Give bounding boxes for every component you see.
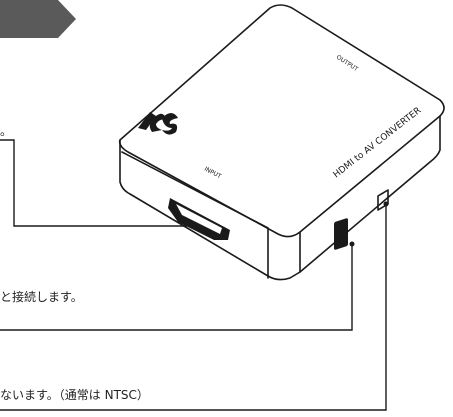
device-front-face bbox=[119, 139, 301, 281]
device-input-label: INPUT bbox=[203, 166, 222, 181]
section-banner bbox=[0, 0, 76, 38]
callout-middle-text: と接続します。 bbox=[0, 290, 83, 304]
brand-logo-icon bbox=[138, 112, 178, 135]
leader-line-input bbox=[0, 139, 187, 227]
device-output-label: OUTPUT bbox=[335, 54, 360, 73]
hdmi-input-port bbox=[168, 198, 230, 240]
av-output-jack bbox=[334, 218, 348, 250]
leader-line-output bbox=[0, 244, 353, 331]
device-model-label: HDMI to AV CONVERTER bbox=[332, 106, 424, 181]
leader-line-switch bbox=[0, 204, 387, 411]
callout-bottom-text: ないます。（通常は NTSC） bbox=[0, 388, 149, 402]
callout-top-text: 。 bbox=[0, 124, 13, 138]
device-right-face bbox=[299, 115, 441, 273]
